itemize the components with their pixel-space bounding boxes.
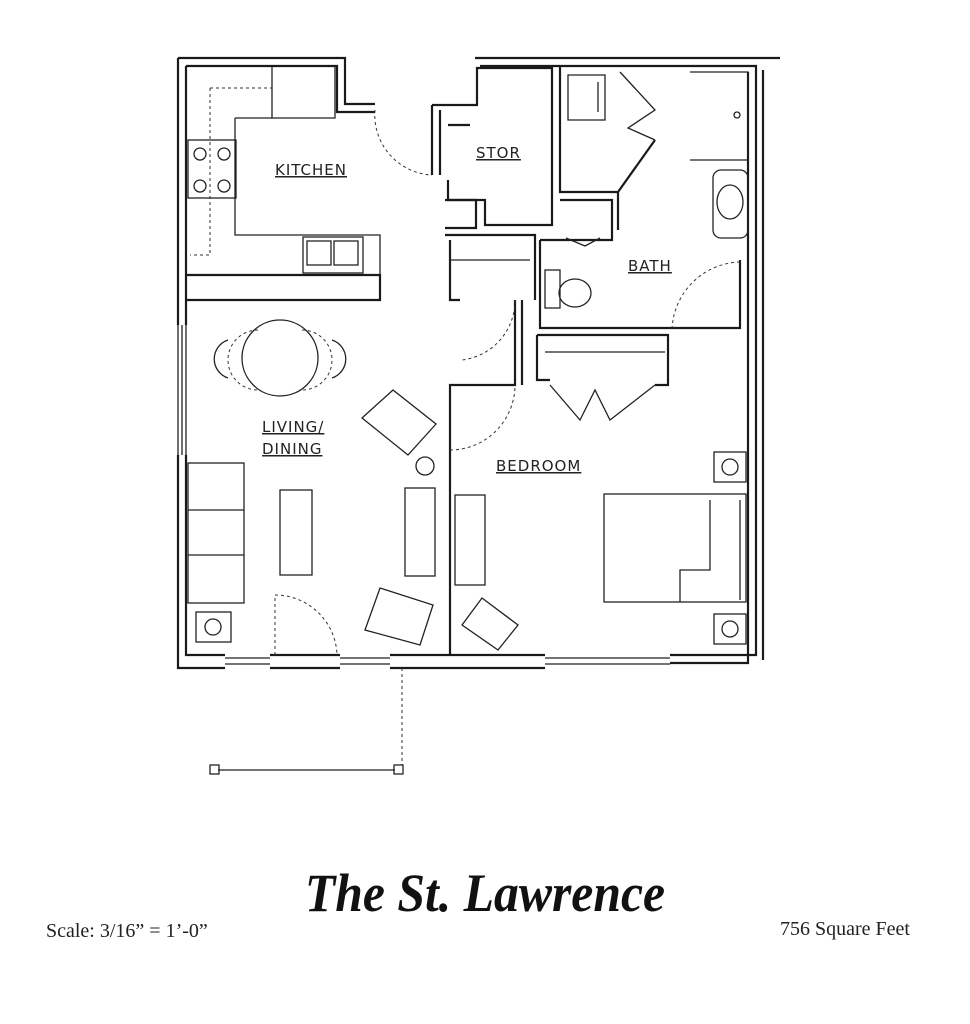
plan-scale: Scale: 3/16” = 1’-0” — [46, 920, 208, 942]
stove — [187, 139, 237, 199]
bed — [603, 493, 747, 603]
storage-walls — [185, 66, 742, 655]
windows — [177, 325, 670, 665]
sink — [302, 236, 364, 274]
room-label-dining: DINING — [262, 440, 322, 458]
room-label-bath: BATH — [628, 257, 672, 275]
bath-fixtures — [544, 71, 749, 331]
dining-table — [213, 319, 347, 397]
living-furniture — [187, 299, 516, 656]
room-label-bedroom: BEDROOM — [496, 457, 581, 475]
plan-title: The St. Lawrence — [304, 863, 666, 923]
room-label-kitchen: KITCHEN — [275, 161, 347, 179]
room-label-stor: STOR — [476, 144, 521, 162]
entry-walk — [209, 668, 404, 775]
kitchen-fixtures — [187, 66, 433, 275]
sofa — [187, 462, 245, 604]
room-label-living: LIVING/ — [262, 418, 324, 436]
bedroom-furniture — [454, 451, 747, 651]
plan-area: 756 Square Feet — [780, 918, 910, 940]
exterior-walls — [176, 56, 780, 670]
